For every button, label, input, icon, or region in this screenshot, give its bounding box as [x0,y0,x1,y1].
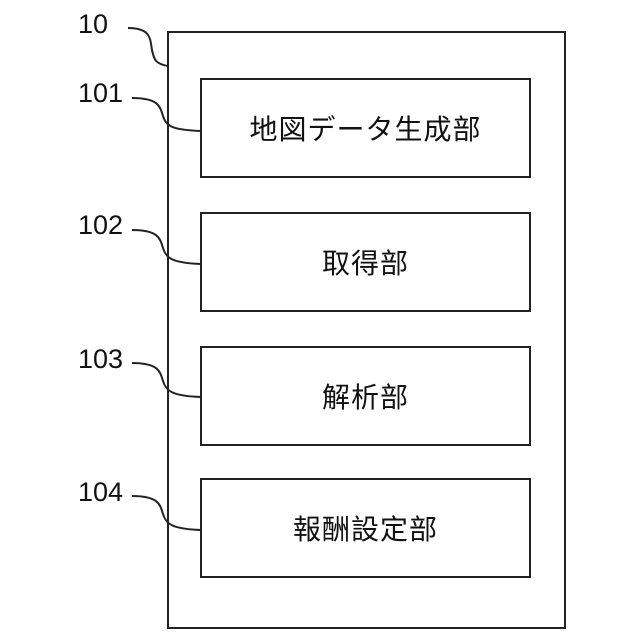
analysis-unit-box: 解析部 [200,346,531,446]
map-data-generation-unit-box: 地図データ生成部 [200,78,531,178]
acquisition-unit-box: 取得部 [200,212,531,312]
reference-label-104: 104 [78,479,123,506]
reward-setting-unit-box: 報酬設定部 [200,478,531,578]
reward-setting-unit-label: 報酬設定部 [293,508,438,548]
reference-label-10: 10 [78,11,108,38]
reference-label-101: 101 [78,80,123,107]
leader-line-10 [128,28,168,66]
map-data-generation-unit-label: 地図データ生成部 [249,108,481,148]
acquisition-unit-label: 取得部 [322,242,409,282]
analysis-unit-label: 解析部 [322,376,409,416]
reference-label-102: 102 [78,212,123,239]
reference-label-103: 103 [78,346,123,373]
